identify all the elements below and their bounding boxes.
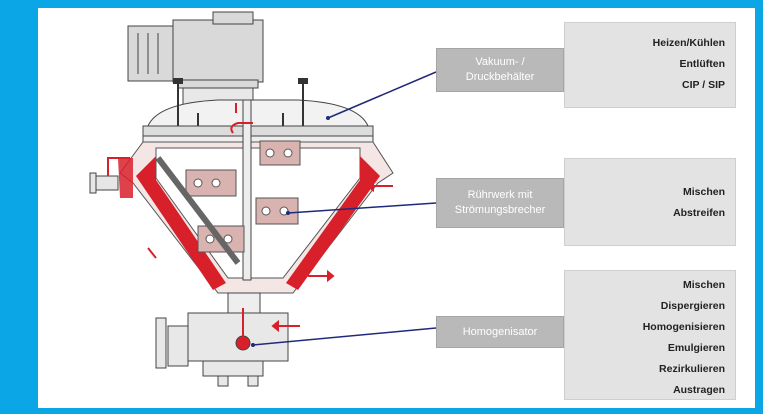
function-item: Homogenisieren [642, 321, 725, 333]
label-line: Rührwerk mit [467, 189, 533, 201]
homogenizer-unit [155, 312, 289, 387]
mixer-vessel-drawing [89, 11, 437, 387]
panel-agitator-functions: Mischen Abstreifen [564, 158, 736, 246]
function-item: Mischen [682, 279, 725, 291]
function-item: Entlüften [679, 58, 726, 70]
panel-homogenizer-functions: Mischen Dispergieren Homogenisieren Emul… [564, 270, 736, 400]
vessel-lid [147, 99, 369, 127]
function-item: Heizen/Kühlen [652, 37, 725, 49]
function-item: Austragen [673, 384, 725, 396]
function-item: Rezirkulieren [659, 363, 725, 375]
label-agitator-baffle: Rührwerk mit Strömungsbrecher [436, 178, 564, 228]
pointer-lines [252, 71, 437, 346]
label-line: Strömungsbrecher [454, 204, 546, 216]
function-item: Abstreifen [673, 207, 725, 219]
panel-vessel-functions: Heizen/Kühlen Entlüften CIP / SIP [564, 22, 736, 108]
label-homogenizer: Homogenisator [436, 316, 564, 348]
function-item: CIP / SIP [682, 79, 725, 91]
label-line: Druckbehälter [465, 71, 535, 83]
label-line: Vakuum- / [475, 56, 525, 68]
function-item: Emulgieren [667, 342, 725, 354]
label-vacuum-pressure-vessel: Vakuum- / Druckbehälter [436, 48, 564, 92]
diagram-canvas: Vakuum- / Druckbehälter Rührwerk mit Str… [38, 8, 755, 408]
label-line: Homogenisator [462, 325, 538, 338]
motor-drive [127, 11, 264, 89]
function-item: Dispergieren [660, 300, 725, 312]
function-item: Mischen [682, 186, 725, 198]
